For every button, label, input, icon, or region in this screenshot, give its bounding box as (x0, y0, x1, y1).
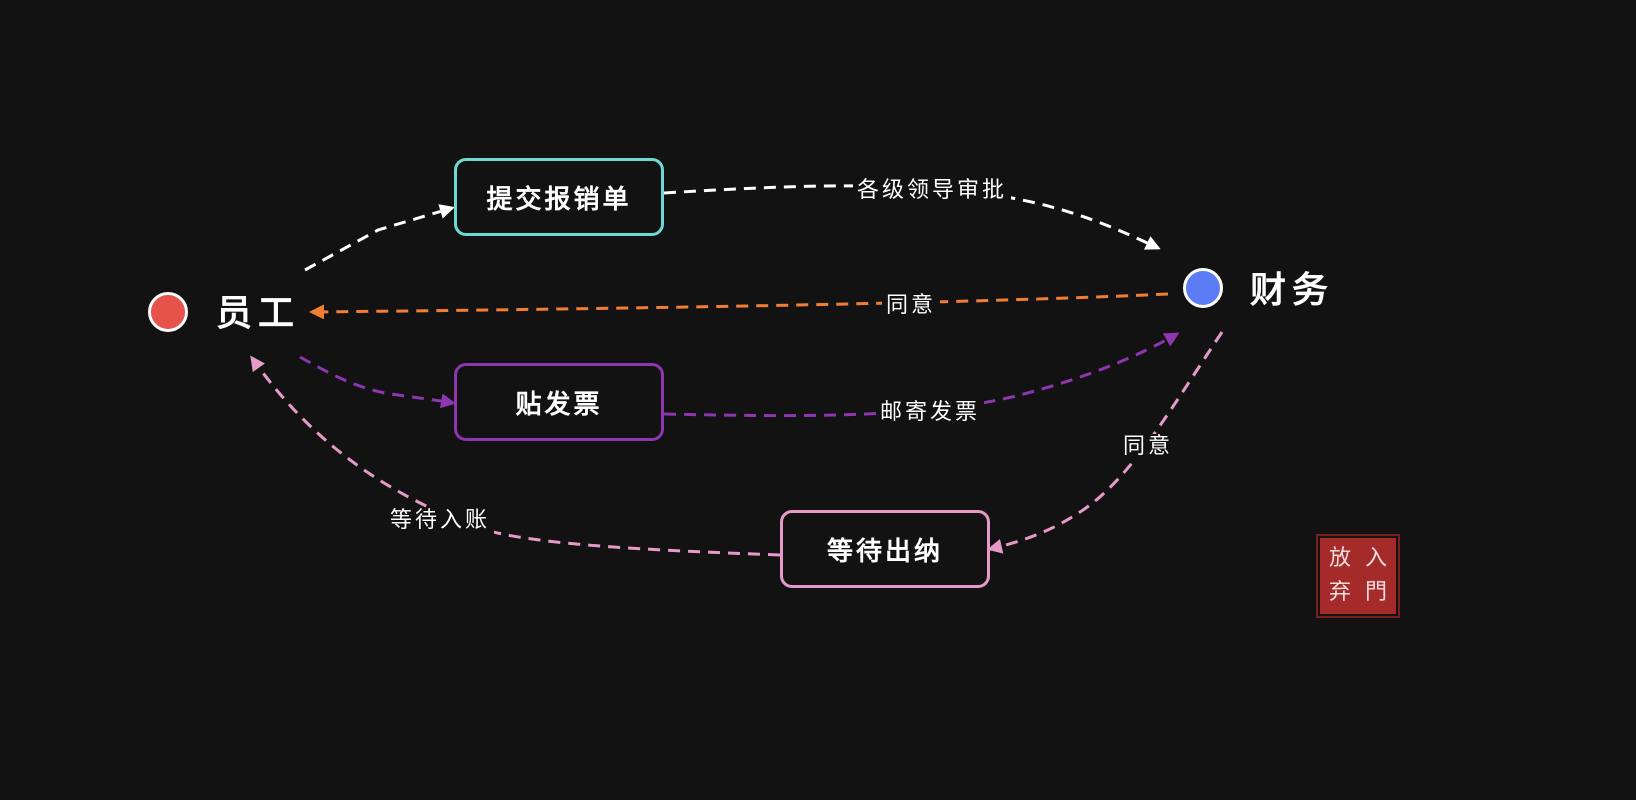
red-seal-stamp: 放 入 弃 門 (1320, 538, 1396, 614)
step-attach-invoice: 贴发票 (454, 363, 664, 441)
edge-label-agree-bottom: 同意 (1119, 434, 1178, 460)
edge-label-mail-invoice: 邮寄发票 (876, 400, 985, 426)
edge-employee-to-invoice (299, 355, 456, 409)
edge-employee-to-submit (304, 204, 455, 272)
finance-node-label: 财务 (1250, 270, 1335, 311)
edge-label-await-entry: 等待入账 (386, 508, 495, 534)
edge-invoice-to-finance (663, 332, 1180, 418)
edge-label-agree-top: 同意 (882, 293, 941, 319)
seal-char: 放 (1328, 546, 1351, 571)
employee-node-label: 员工 (216, 293, 301, 334)
step-await-cashier: 等待出纳 (780, 510, 990, 588)
seal-char: 弃 (1328, 580, 1351, 605)
edge-finance-to-employee-agree (309, 292, 1169, 320)
edge-finance-to-cashier (987, 331, 1224, 554)
finance-node-dot (1183, 268, 1223, 308)
seal-char: 入 (1364, 546, 1387, 571)
employee-node-dot (148, 292, 188, 332)
step-submit-expense-report: 提交报销单 (454, 158, 664, 236)
seal-char: 門 (1364, 580, 1387, 605)
edge-label-approval: 各级领导审批 (853, 178, 1012, 204)
